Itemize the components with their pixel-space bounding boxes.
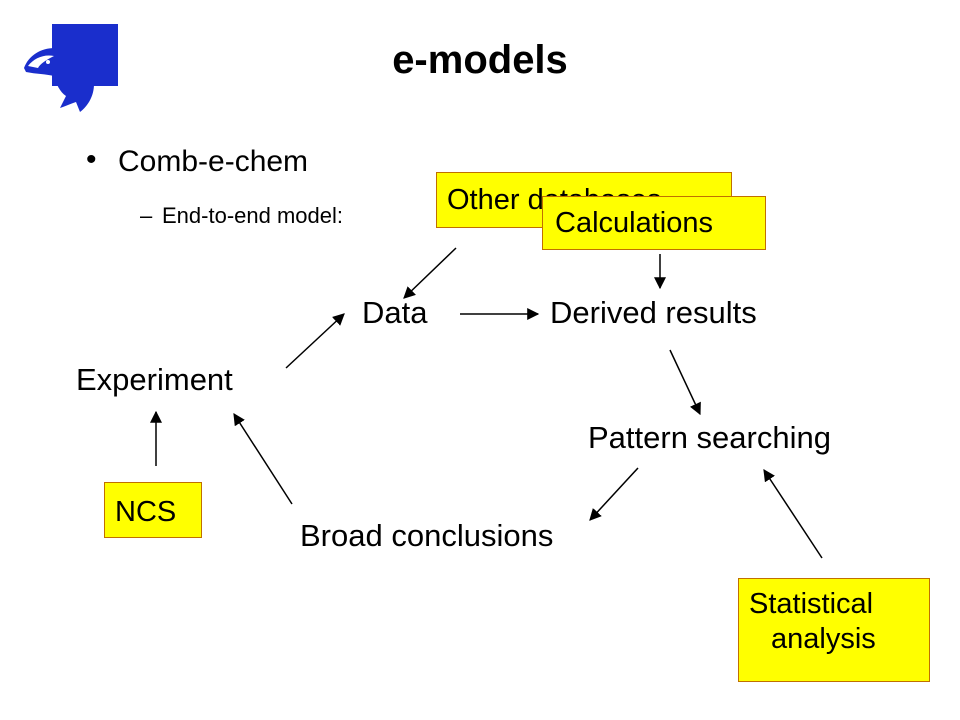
- input-box-calculations: Calculations: [542, 196, 766, 250]
- arrow-other-databases-to-data: [403, 247, 457, 299]
- node-pattern-searching: Pattern searching: [588, 420, 831, 455]
- input-box-statistical-analysis: Statistical analysis: [738, 578, 930, 682]
- node-broad-conclusions: Broad conclusions: [300, 518, 554, 553]
- sub-bullet-marker: –: [140, 203, 153, 228]
- node-data: Data: [362, 295, 428, 330]
- node-experiment: Experiment: [76, 362, 233, 397]
- sub-bullet-text: End-to-end model:: [162, 203, 343, 228]
- node-derived-results: Derived results: [550, 295, 757, 330]
- bullet-text: Comb-e-chem: [118, 145, 309, 178]
- arrow-statistical-analysis-to-pattern-searching: [763, 468, 823, 559]
- dolphin-logo-icon: [20, 22, 120, 119]
- bullet-marker: •: [86, 143, 97, 176]
- page-title: e-models: [392, 38, 568, 82]
- arrow-broad-conclusions-to-experiment: [233, 412, 293, 505]
- statistical-analysis-line2: analysis: [771, 622, 876, 655]
- arrow-experiment-to-data: [285, 313, 345, 369]
- statistical-analysis-line1: Statistical: [749, 588, 874, 620]
- input-box-ncs: NCS: [104, 482, 202, 538]
- arrow-pattern-searching-to-broad-conclusions: [589, 467, 639, 521]
- arrow-derived-results-to-pattern-searching: [669, 349, 701, 416]
